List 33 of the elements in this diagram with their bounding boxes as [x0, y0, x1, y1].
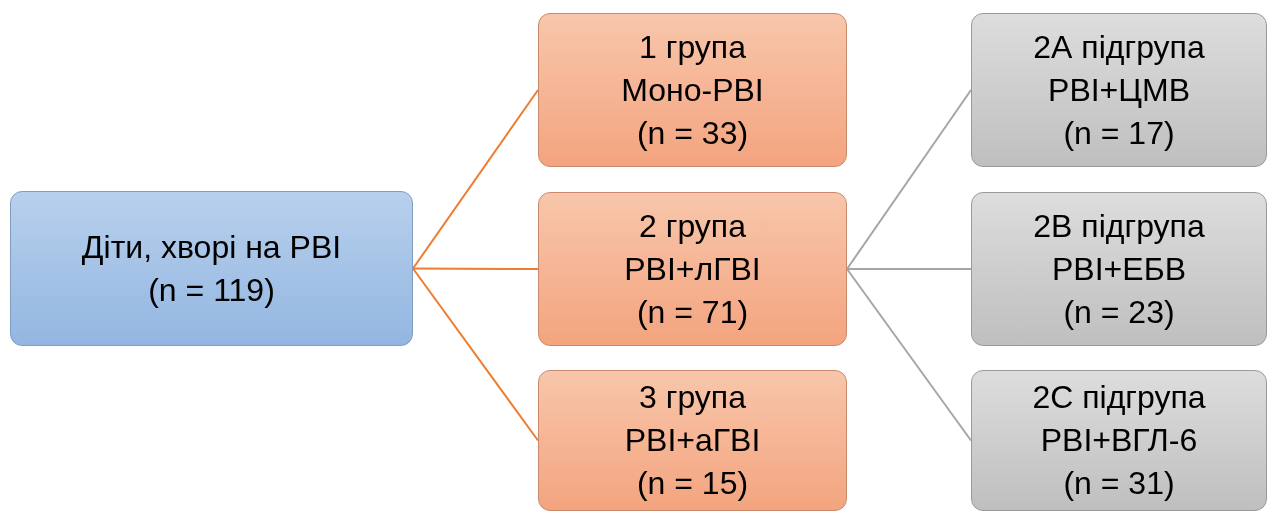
box-label: 2 група [639, 206, 746, 246]
subgroup-box [971, 192, 1267, 346]
box-label: Моно-РВІ [621, 70, 764, 110]
root-box [10, 191, 413, 346]
box-label: (n = 17) [1063, 113, 1175, 153]
connector-line [412, 267, 539, 442]
subgroup-box [971, 370, 1267, 511]
group-box [538, 192, 847, 346]
subgroup-box [971, 13, 1267, 167]
connector-line [846, 89, 972, 270]
box-label: РВІ+ЦМВ [1048, 70, 1190, 110]
box-label: (n = 15) [636, 464, 749, 503]
box-label: 2С підгрупа [1032, 378, 1206, 417]
box-label: РВІ+ВГЛ-6 [1040, 421, 1198, 460]
box-label: (n = 119) [148, 270, 275, 310]
connector-line [412, 89, 539, 270]
connector-line [846, 268, 972, 442]
connector-line [412, 267, 539, 270]
box-label: РВІ+лГВІ [624, 249, 761, 289]
box-label: 3 група [639, 378, 746, 417]
box-label: (n = 23) [1063, 292, 1175, 332]
box-label: (n = 31) [1063, 464, 1175, 503]
box-label: РВІ+ЕБВ [1052, 249, 1186, 289]
box-label: РВІ+аГВІ [624, 421, 761, 460]
box-label: (n = 71) [636, 292, 749, 332]
connector-line [846, 268, 972, 270]
box-label: 2В підгрупа [1033, 206, 1205, 246]
box-label: Діти, хворі на РВІ [81, 227, 342, 267]
box-label: (n = 33) [636, 113, 749, 153]
group-box [538, 13, 847, 167]
box-label: 1 група [639, 27, 746, 67]
box-label: 2А підгрупа [1033, 27, 1205, 67]
group-box [538, 370, 847, 511]
